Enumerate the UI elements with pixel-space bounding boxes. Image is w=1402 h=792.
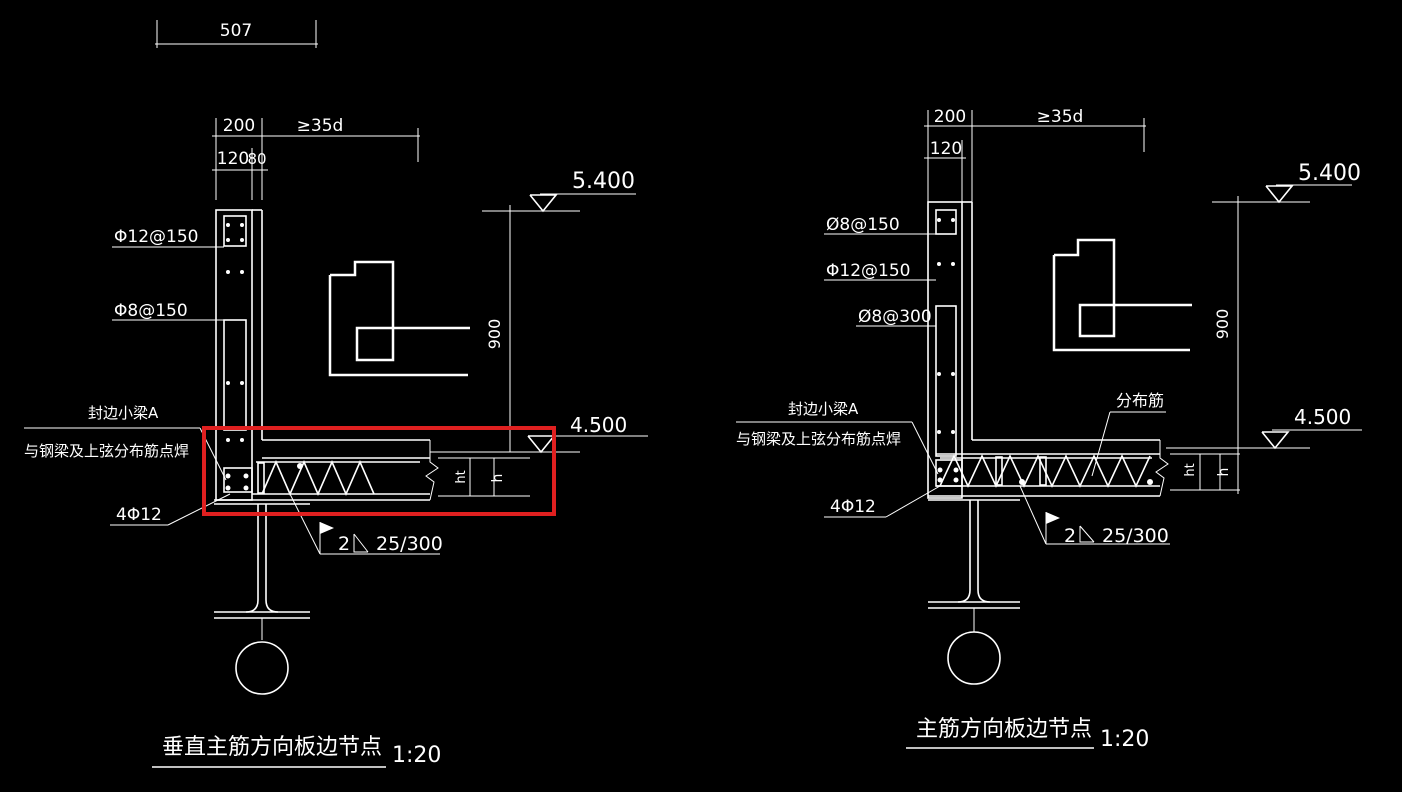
left-axis-bubble [235,641,289,695]
left-scale: 1:20 [392,743,441,768]
left-dim-120-text: 120 [217,149,249,169]
left-beam-label: 封边小梁A [88,404,159,422]
right-h-label: h [1216,468,1232,477]
left-elev-top: 5.400 [572,169,635,194]
right-elev-top: 5.400 [1298,161,1361,186]
left-dim-120-80: 120 80 [212,148,268,200]
left-ht-label: ht [454,470,469,483]
right-dim-900: 900 [1213,309,1232,340]
left-edge-wall [215,209,263,501]
left-detail: 507 200 ≥35d 120 80 [24,20,648,768]
right-axis-bubble [947,631,1001,685]
left-elev-slab: 4.500 [570,413,627,437]
left-dim-507-text: 507 [220,21,252,41]
left-rebar-2-label: Φ8@150 [114,301,188,321]
left-bars-label: 4Φ12 [116,505,162,525]
left-slab [214,439,439,501]
left-dim-200-35d: 200 ≥35d [212,116,420,200]
right-weld-num: 2 [1064,525,1076,547]
left-dim-35d-text: ≥35d [297,116,344,136]
right-rebar-2-label: Φ12@150 [826,261,910,281]
right-dim-200-text: 200 [934,107,966,127]
left-dim-900: 900 [485,319,504,350]
left-steel-beam [214,503,310,695]
left-rebar-1-label: Φ12@150 [114,227,198,247]
left-h-label: h [490,474,506,483]
right-bars-label: 4Φ12 [830,497,876,517]
right-dim-200-35d: 200 ≥35d 120 [924,107,1146,204]
left-weld-note: 与钢梁及上弦分布筋点焊 [24,442,189,460]
right-hook-detail [1052,238,1192,352]
right-dim-35d-text: ≥35d [1037,107,1084,127]
left-dim-507: 507 [155,20,318,48]
right-scale: 1:20 [1100,727,1149,752]
right-steel-beam [928,499,1020,685]
left-weld-symbol: 2 25/300 [289,493,443,555]
right-weld-spec: 25/300 [1102,525,1169,547]
right-detail: 200 ≥35d 120 Ø8@150 Φ12@150 Ø8@300 [736,107,1362,752]
right-weld-note: 与钢梁及上弦分布筋点焊 [736,430,901,448]
right-edge-wall [927,201,973,499]
right-slab [928,439,1169,497]
right-ht-label: ht [1183,463,1198,476]
left-weld-num: 2 [338,533,350,555]
right-title: 主筋方向板边节点 [916,717,1092,742]
highlight-box [202,426,556,516]
left-weld-spec: 25/300 [376,533,443,555]
right-rebar-1-label: Ø8@150 [826,215,900,235]
left-elevation-marks: 5.400 900 4.500 ht h [430,169,648,497]
right-beam-label: 封边小梁A [788,400,859,418]
left-title: 垂直主筋方向板边节点 [162,735,382,760]
left-dim-80-text: 80 [247,150,266,168]
right-elevation-marks: 5.400 900 4.500 ht h [1166,161,1362,494]
left-dim-200-text: 200 [223,116,255,136]
right-rebar-3-label: Ø8@300 [858,307,932,327]
right-elev-slab: 4.500 [1294,405,1351,429]
right-dim-120-text: 120 [930,139,962,159]
right-weld-symbol: 2 25/300 [1019,485,1170,547]
left-hook-detail [328,260,470,377]
right-dist-bar-label: 分布筋 [1116,391,1164,410]
